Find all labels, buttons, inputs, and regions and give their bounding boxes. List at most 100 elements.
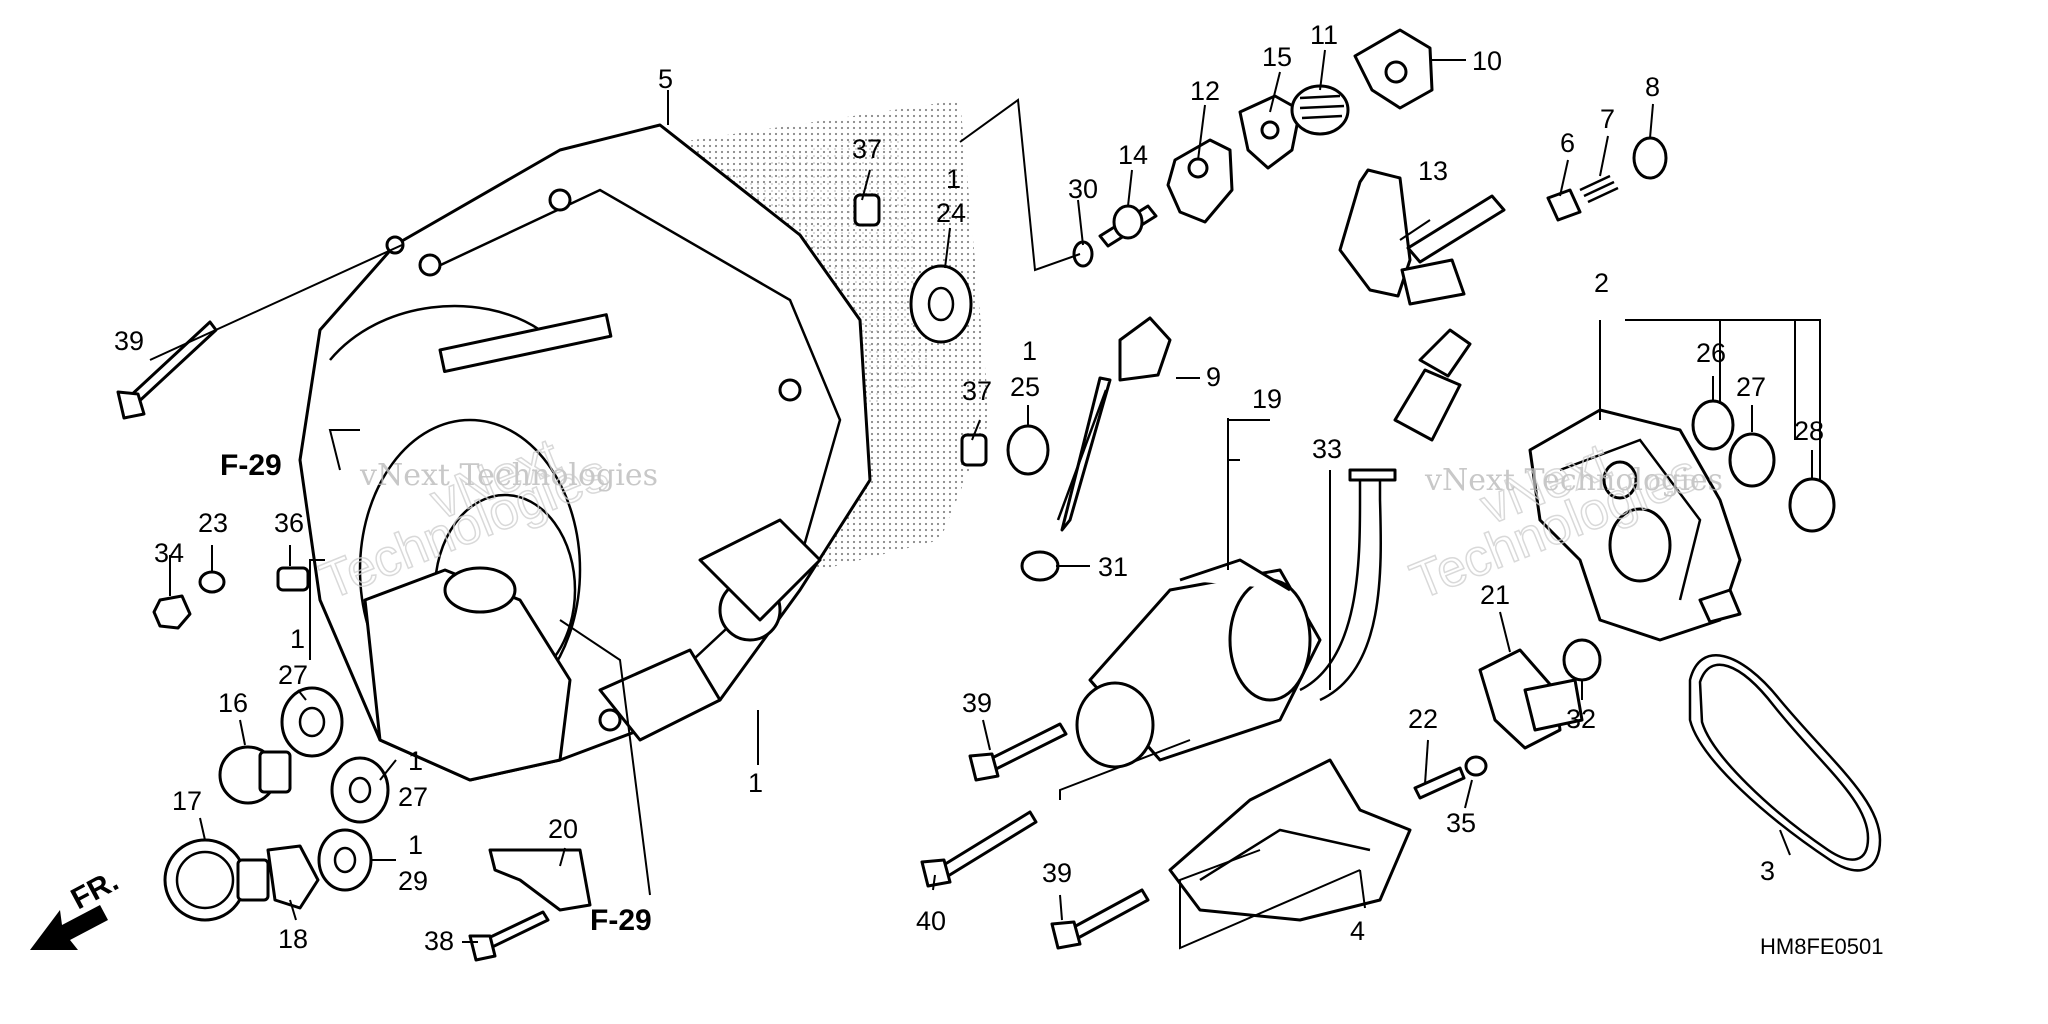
label-part-26: 26 — [1696, 338, 1726, 368]
label-part-38: 38 — [424, 926, 454, 956]
bearing-27a — [1728, 432, 1776, 488]
label-part-9: 9 — [1206, 362, 1221, 392]
label-part-15: 15 — [1262, 42, 1292, 72]
part-labels: 5 37 1 24 30 14 12 15 11 10 13 6 7 8 39 … — [114, 20, 1824, 956]
label-part-27: 27 — [398, 782, 428, 812]
label-part-2: 2 — [1594, 268, 1609, 298]
label-part-8: 8 — [1645, 72, 1660, 102]
bolt-39c — [1050, 888, 1150, 950]
housing-2 — [1528, 408, 1742, 642]
label-part-30: 30 — [1068, 174, 1098, 204]
bearing-24 — [909, 264, 973, 344]
label-part-27: 27 — [1736, 372, 1766, 402]
label-part-39: 39 — [1042, 858, 1072, 888]
guard-4 — [1168, 758, 1412, 922]
label-part-23: 23 — [198, 508, 228, 538]
crankcase-cover — [298, 123, 872, 782]
washer-35 — [1464, 755, 1488, 777]
dowel-pin-37a — [853, 193, 881, 227]
plate-18 — [266, 844, 320, 910]
label-part-6: 6 — [1560, 128, 1575, 158]
label-part-32: 32 — [1566, 704, 1596, 734]
bushing-25 — [1006, 424, 1050, 476]
shaft-13 — [1338, 168, 1506, 306]
svg-text:vNext Technologies: vNext Technologies — [1424, 463, 1723, 498]
gear-17 — [163, 838, 270, 922]
label-part-28: 28 — [1794, 416, 1824, 446]
diagram-code: HM8FE0501 — [1760, 934, 1884, 959]
label-part-1: 1 — [1022, 336, 1037, 366]
label-part-33: 33 — [1312, 434, 1342, 464]
label-part-19: 19 — [1252, 384, 1282, 414]
oring-32 — [1562, 638, 1602, 682]
label-part-11: 11 — [1310, 20, 1338, 50]
label-part-1: 1 — [946, 164, 961, 194]
plug-8 — [1632, 136, 1668, 180]
dowel-pin-37b — [960, 433, 988, 467]
svg-text:vNext Technologies: vNext Technologies — [359, 458, 658, 493]
bolt-22 — [1413, 766, 1466, 800]
label-part-3: 3 — [1760, 856, 1775, 886]
ref-label-f29-bottom: F-29 — [590, 904, 652, 937]
label-part-37: 37 — [852, 134, 882, 164]
bearing-28 — [1788, 477, 1836, 533]
dipstick-9 — [1056, 316, 1172, 532]
label-part-21: 21 — [1480, 580, 1510, 610]
label-part-16: 16 — [218, 688, 248, 718]
oring-31 — [1020, 550, 1060, 582]
label-part-20: 20 — [548, 814, 578, 844]
label-part-1: 1 — [748, 768, 763, 798]
washer-30 — [1072, 240, 1094, 268]
label-part-27: 27 — [278, 660, 308, 690]
motor-19 — [1075, 558, 1322, 769]
lever-12 — [1166, 138, 1234, 224]
bearing-27c — [330, 756, 390, 824]
label-part-22: 22 — [1408, 704, 1438, 734]
label-part-37: 37 — [962, 376, 992, 406]
ref-label-f29-left: F-29 — [220, 449, 282, 482]
bearing-27b — [280, 686, 344, 758]
label-part-1: 1 — [290, 624, 305, 654]
label-part-36: 36 — [274, 508, 304, 538]
sensor-21 — [1478, 648, 1584, 750]
label-part-14: 14 — [1118, 140, 1148, 170]
bolt-38 — [468, 910, 550, 962]
spring-7 — [1579, 174, 1619, 204]
belt-3 — [1688, 654, 1882, 872]
label-part-18: 18 — [278, 924, 308, 954]
bearing-26 — [1691, 399, 1735, 451]
bearing-29 — [317, 828, 373, 892]
label-part-12: 12 — [1190, 76, 1220, 106]
label-part-13: 13 — [1418, 156, 1448, 186]
gear-16 — [218, 745, 292, 805]
spring-11 — [1290, 84, 1350, 136]
front-label: FR. — [66, 864, 124, 916]
bolt-40 — [920, 810, 1038, 888]
hose-33 — [1299, 328, 1472, 702]
label-part-31: 31 — [1098, 552, 1128, 582]
label-part-29: 29 — [398, 866, 428, 896]
bolt-39b — [968, 722, 1068, 782]
label-part-17: 17 — [172, 786, 202, 816]
label-part-34: 34 — [154, 538, 184, 568]
label-part-4: 4 — [1350, 916, 1365, 946]
label-part-40: 40 — [916, 906, 946, 936]
leader-lines — [149, 49, 1821, 950]
bolt-14 — [1098, 204, 1158, 248]
nut-34 — [152, 594, 192, 630]
label-part-24: 24 — [936, 198, 966, 228]
label-part-35: 35 — [1446, 808, 1476, 838]
label-part-1: 1 — [408, 746, 423, 776]
bolt-6 — [1546, 188, 1582, 222]
dowel-36 — [276, 566, 310, 592]
label-part-39: 39 — [114, 326, 144, 356]
label-part-7: 7 — [1600, 104, 1615, 134]
washer-23 — [198, 570, 226, 594]
plate-20 — [488, 848, 592, 912]
label-part-25: 25 — [1010, 372, 1040, 402]
front-direction-arrow — [30, 905, 108, 950]
label-part-10: 10 — [1472, 46, 1502, 76]
label-part-5: 5 — [658, 64, 673, 94]
label-part-1: 1 — [408, 830, 423, 860]
